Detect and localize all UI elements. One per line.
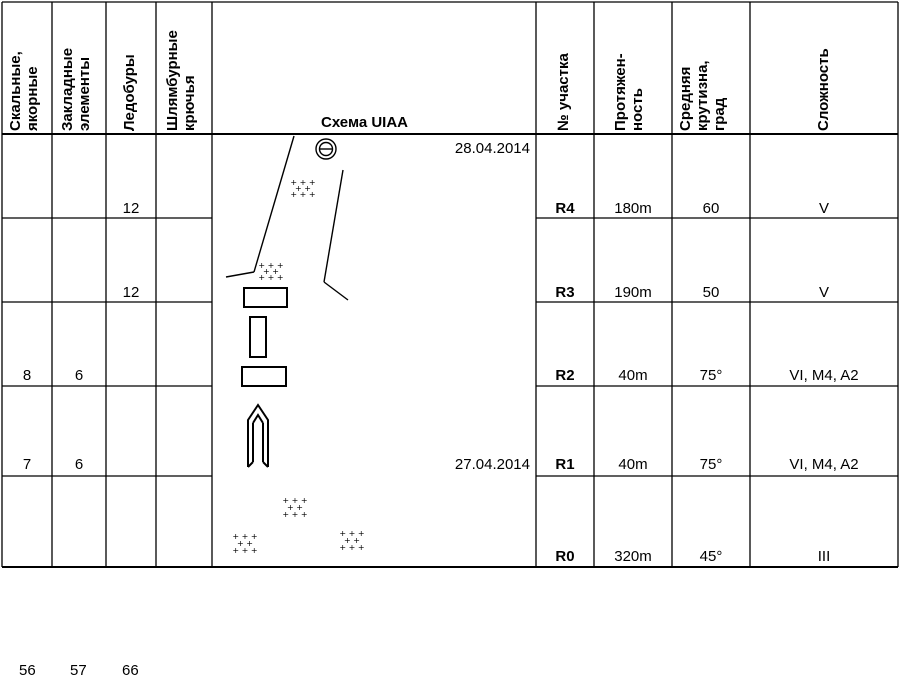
- svg-text:+ +: + +: [344, 536, 360, 545]
- couloir-right-ledge: [323, 281, 349, 301]
- svg-text:+ + +: + + +: [232, 546, 257, 555]
- couloir-right-line: [323, 169, 344, 283]
- section-number: R1: [555, 456, 575, 473]
- header-difficulty: Сложность: [815, 48, 832, 131]
- rock-block-icon: [249, 316, 267, 358]
- angle-value: 50: [702, 284, 720, 301]
- length-value: 180m: [614, 200, 652, 217]
- svg-text:+ + +: + + +: [258, 273, 283, 282]
- snow-mark-icon: + + +: [282, 496, 307, 505]
- header-length: Протяжен-ность: [612, 53, 646, 131]
- angle-value: 45°: [699, 548, 723, 565]
- snow-mark-icon: + + +: [258, 261, 283, 270]
- difficulty-value: III: [817, 548, 831, 565]
- svg-text:+ + +: + + +: [282, 510, 307, 519]
- svg-text:+ +: + +: [237, 539, 253, 548]
- length-value: 320m: [614, 548, 652, 565]
- svg-text:+ +: + +: [295, 184, 311, 193]
- length-value: 40m: [618, 456, 648, 473]
- difficulty-value: VI, M4, A2: [789, 367, 859, 384]
- length-value: 40m: [618, 367, 648, 384]
- snow-mark-icon: + + +: [339, 529, 364, 538]
- svg-text:+ + +: + + +: [339, 543, 364, 552]
- rock-block-icon: [243, 287, 288, 308]
- snow-mark-icon: + + +: [232, 532, 257, 541]
- ice-screws-value: 12: [122, 200, 140, 217]
- header-ice-screws: Ледобуры: [121, 54, 138, 131]
- svg-text:+ +: + +: [287, 503, 303, 512]
- section-number: R2: [555, 367, 575, 384]
- ice-screws-value: 12: [122, 284, 140, 301]
- difficulty-value: V: [818, 200, 829, 217]
- svg-text:+ + +: + + +: [290, 190, 315, 199]
- rock-block-icon: [241, 366, 287, 387]
- total-nuts: 57: [70, 662, 87, 679]
- angle-value: 60: [702, 200, 720, 217]
- rock-anchors-value: 8: [22, 367, 32, 384]
- nuts-value: 6: [74, 367, 84, 384]
- date-bottom: 27.04.2014: [454, 456, 530, 473]
- length-value: 190m: [614, 284, 652, 301]
- header-rock-anchors: Скальные,якорные: [7, 51, 41, 131]
- uiaa-symbol-icon: [315, 138, 337, 160]
- total-rock-anchors: 56: [19, 662, 36, 679]
- section-number: R3: [555, 284, 575, 301]
- crack-icon: [247, 403, 269, 468]
- couloir-left-ledge: [225, 271, 255, 278]
- couloir-left-line: [253, 135, 295, 273]
- section-number: R0: [555, 548, 575, 565]
- snow-mark-icon: + + +: [290, 178, 315, 187]
- scheme-title: Схема UIAA: [321, 114, 409, 131]
- total-ice-screws: 66: [122, 662, 139, 679]
- angle-value: 75°: [699, 456, 723, 473]
- section-number: R4: [555, 200, 575, 217]
- date-top: 28.04.2014: [454, 140, 530, 157]
- svg-text:+ +: + +: [263, 267, 279, 276]
- difficulty-value: V: [818, 284, 829, 301]
- header-section-number: № участка: [555, 53, 572, 131]
- nuts-value: 6: [74, 456, 84, 473]
- rock-anchors-value: 7: [22, 456, 32, 473]
- difficulty-value: VI, M4, A2: [789, 456, 859, 473]
- angle-value: 75°: [699, 367, 723, 384]
